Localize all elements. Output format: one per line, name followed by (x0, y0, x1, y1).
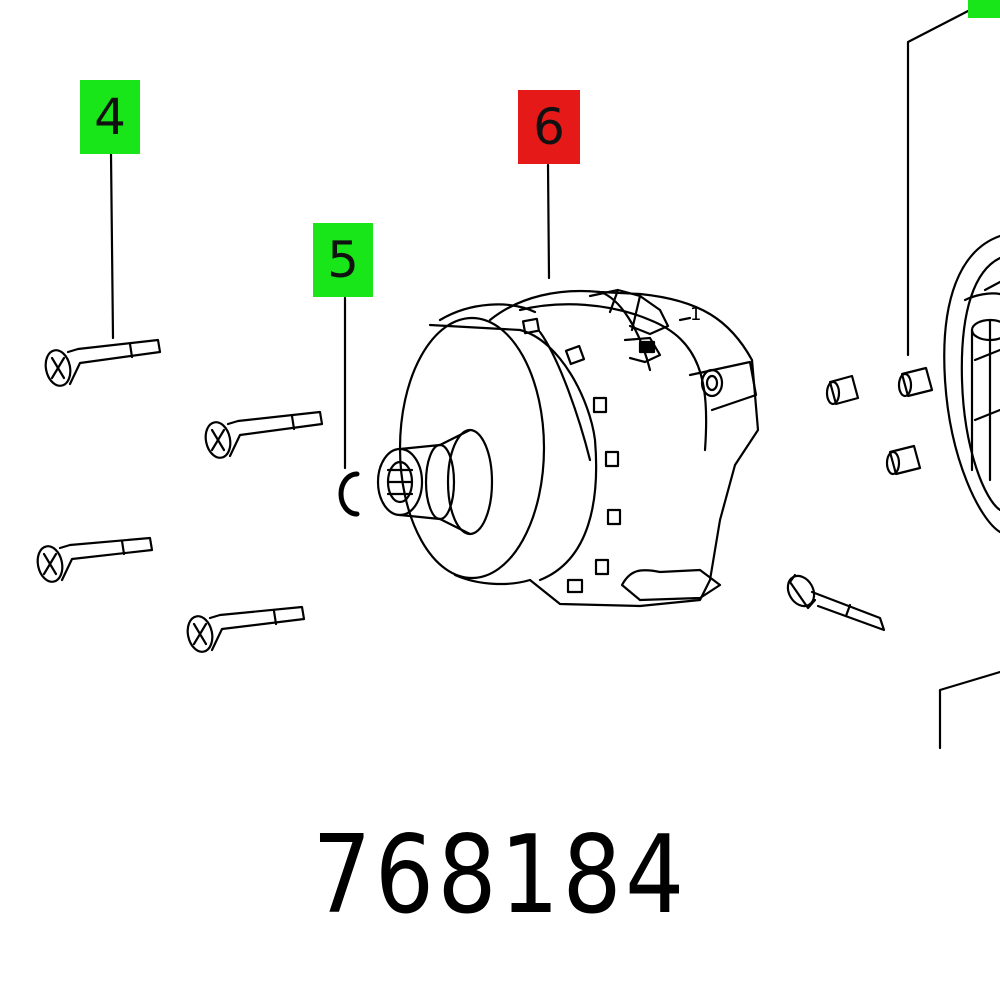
callout-box-5 (313, 223, 373, 297)
screw-icon (204, 410, 324, 459)
screw-icon (44, 338, 162, 387)
svg-text:1: 1 (690, 304, 701, 325)
leader-line-6 (546, 163, 551, 280)
callout-6[interactable]: 6 (533, 98, 565, 156)
screw-icon (186, 605, 306, 653)
frame-line (938, 670, 1000, 750)
screw-icon (786, 573, 886, 632)
pin-icon (825, 374, 860, 406)
leader-line-4 (109, 152, 115, 340)
callout-partial[interactable] (968, 0, 1000, 18)
leader-line-partial (906, 8, 972, 357)
gear-housing-icon: 1 (376, 288, 760, 608)
callout-box-4 (80, 80, 140, 154)
callout-5[interactable]: 5 (327, 231, 359, 289)
pin-icon (885, 444, 922, 476)
pin-icon (897, 366, 934, 398)
motor-housing-icon (943, 234, 1000, 534)
callout-box-6 (518, 90, 580, 164)
callout-box-partial (968, 0, 1000, 18)
part-number: 768184 (312, 813, 688, 938)
callout-4[interactable]: 4 (94, 88, 126, 146)
retaining-ring-icon (338, 471, 360, 517)
screw-icon (36, 536, 154, 583)
